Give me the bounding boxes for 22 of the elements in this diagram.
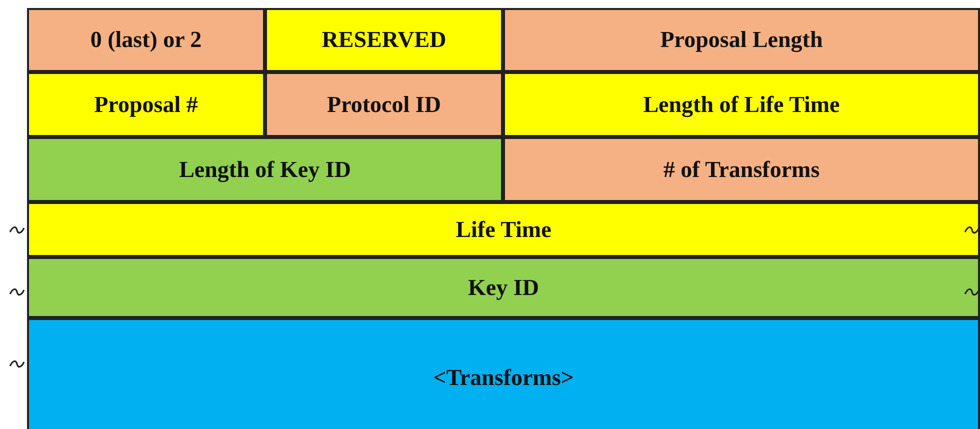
field-box	[27, 202, 980, 257]
field-box	[503, 137, 980, 202]
field-box	[27, 257, 980, 318]
field-label: Life Time	[456, 216, 552, 242]
field-label: RESERVED	[322, 27, 446, 53]
field-label: Protocol ID	[327, 92, 441, 118]
field-label: # of Transforms	[663, 156, 820, 182]
field-label: <Transforms>	[433, 365, 574, 391]
field-box	[265, 72, 503, 137]
field-box	[27, 137, 503, 202]
field-label: Length of Life Time	[643, 92, 840, 118]
field-box	[27, 8, 265, 72]
field-label: 0 (last) or 2	[90, 27, 202, 53]
field-box	[503, 8, 980, 72]
field-box	[27, 318, 980, 429]
field-label: Proposal Length	[660, 27, 823, 53]
field-label: Proposal #	[94, 92, 198, 118]
field-box	[503, 72, 980, 137]
field-box	[27, 72, 265, 137]
field-label: Length of Key ID	[179, 156, 351, 182]
field-box	[265, 8, 503, 72]
field-label: Key ID	[468, 274, 539, 300]
